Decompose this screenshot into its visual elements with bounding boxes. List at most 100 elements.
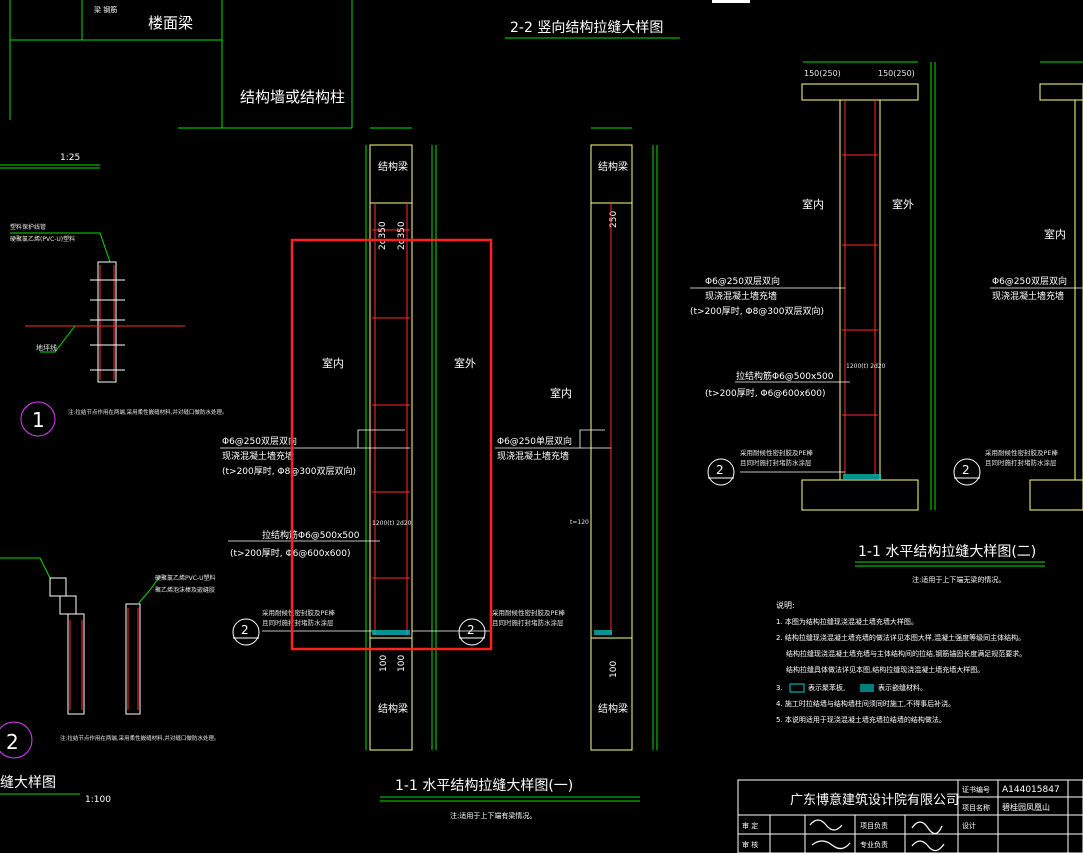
signature-1 — [809, 819, 851, 850]
detail-circle-2-label: 2 — [6, 730, 19, 754]
note-3b: 表示聚苯板, — [808, 683, 845, 692]
dim-100-c: 100 — [609, 661, 619, 678]
section-mark-2a — [232, 618, 260, 646]
section-mark-2c-label: 2 — [716, 463, 724, 477]
tie-note-a2: (t>200厚时, Φ6@600x600) — [230, 547, 351, 559]
note-2c: 结构拉缝具体做法详见本图,结构拉缝现浇混凝土墙充墙大样图。 — [786, 665, 984, 674]
left-floor-label: 地坪线 — [36, 343, 57, 352]
section-mark-2c — [707, 458, 735, 486]
tb-value2: 碧桂园凤凰山 — [1002, 802, 1050, 812]
rebar-note-b2: 现浇混凝土墙充墙 — [497, 450, 569, 462]
tb-row-a: 审 定 — [742, 821, 758, 830]
note-5: 5. 本说明适用于现浇混凝土墙充墙拉结墙的结构做法。 — [776, 715, 946, 724]
tb-sign-a: 项目负责 — [860, 821, 888, 830]
notes-head: 说明: — [776, 600, 795, 610]
detail-circle-1 — [20, 401, 56, 437]
top-label-small: 梁 钢筋 — [94, 5, 117, 14]
company-name: 广东博意建筑设计院有限公司 — [790, 792, 959, 808]
note-2: 2. 结构拉缝现浇混凝土墙充墙的做法详见本图大样,混凝土强度等级同主体结构。 — [776, 633, 1025, 642]
seal-note-b2: 且同时施打封堵防水涂层 — [492, 618, 564, 627]
struct-wall-col-label: 结构墙或结构柱 — [240, 88, 345, 106]
rebar-note-a1: Φ6@250双层双向 — [222, 435, 297, 447]
section-mark-2b-label: 2 — [467, 623, 475, 637]
seal-note-c1: 采用耐候性密封胶及PE棒 — [740, 448, 814, 457]
beam-a-bottom: 结构梁 — [378, 702, 408, 715]
section-mark-2d — [953, 458, 981, 486]
rebar-note-c1: Φ6@250双层双向 — [705, 275, 780, 287]
tb-value1: A144015847 — [1002, 785, 1060, 795]
section-mark-2b — [458, 618, 486, 646]
highlight-box — [290, 238, 493, 651]
dim-2d350-b: 2d350 — [397, 221, 407, 250]
rebar-note-d1: Φ6@250双层双向 — [992, 275, 1067, 287]
note-4: 4. 施工时拉结墙与结构墙柱间须同时施工,不得事后补浇。 — [776, 699, 955, 708]
seal-note-b1: 采用耐候性密封胶及PE棒 — [492, 608, 566, 617]
dim-2d350-a: 2d350 — [378, 221, 388, 250]
dim-150-250-b: 150(250) — [878, 69, 915, 78]
top-right-block — [712, 0, 750, 3]
tie-note-c2: (t>200厚时, Φ6@600x600) — [705, 387, 826, 399]
tb-designer: 设计 — [962, 821, 976, 830]
tb-sign-b: 专业负责 — [860, 840, 888, 849]
floor-beam-label: 楼面梁 — [148, 14, 193, 32]
seal-note-a1: 采用耐候性密封胶及PE棒 — [262, 608, 336, 617]
top-left-wall-detail: 梁 钢筋 楼面梁 结构墙或结构柱 1:25 — [0, 0, 353, 169]
rebar-note-b1: Φ6@250单层双向 — [497, 435, 572, 447]
tb-label2: 项目名称 — [962, 803, 990, 812]
title-1-1-b: 1-1 水平结构拉缝大样图(二) — [858, 544, 1036, 560]
title-1-1-b-group: 1-1 水平结构拉缝大样图(二) 注:适用于上下端无梁的情况。 — [855, 544, 1045, 584]
beam-a-top: 结构梁 — [378, 160, 408, 173]
beam-c-bottom: 结构梁 — [598, 702, 628, 715]
dim-150-250-a: 150(250) — [804, 69, 841, 78]
left-detail-1: 塑料保护线管 硬聚氯乙烯(PVC-U)塑料 地坪线 1 注:拉结节点作用在两端,… — [10, 223, 227, 437]
dim-250: 250 — [609, 211, 619, 228]
left-title: 缝大样图 — [0, 775, 56, 791]
seal-note-a2: 且同时施打封堵防水涂层 — [262, 618, 334, 627]
seal-note-d1: 采用耐候性密封胶及PE棒 — [985, 448, 1059, 457]
left-note1-a: 塑料保护线管 — [10, 223, 46, 231]
title-2-2: 2-2 竖向结构拉缝大样图 — [510, 20, 663, 36]
left-note4: 注:拉结节点作用在两端,采用柔性嵌缝材料,并对缝口做防水处理。 — [60, 734, 219, 742]
seal-note-d2: 且同时施打封堵防水涂层 — [985, 458, 1057, 467]
detail-right-partial: 室内 Φ6@250双层双向 现浇混凝土墙充墙 2 — [953, 61, 1083, 511]
indoor-d: 室内 — [1044, 227, 1066, 241]
tie-note-c1: 拉结构筋Φ6@500x500 — [736, 370, 834, 382]
left-note3-a: 硬聚氯乙烯PVC-U塑料 — [155, 574, 215, 582]
indoor-b: 室内 — [550, 386, 572, 400]
beam-c-top: 结构梁 — [598, 160, 628, 173]
scale-1-25: 1:25 — [60, 153, 80, 163]
title-block: 广东博意建筑设计院有限公司 证书编号 A144015847 项目名称 碧桂园凤凰… — [737, 779, 1083, 853]
title-1-1-a: 1-1 水平结构拉缝大样图(一) — [395, 778, 573, 794]
note-3a: 3. — [776, 684, 783, 692]
rebar-note-c3: (t>200厚时, Φ8@300双层双向) — [690, 305, 824, 317]
rebar-note-a3: (t>200厚时, Φ8@300双层双向) — [222, 465, 356, 477]
dim-100-a: 100 — [379, 655, 389, 672]
seal-note-c2: 且同时施打封堵防水涂层 — [740, 458, 812, 467]
left-note1-b: 硬聚氯乙烯(PVC-U)塑料 — [10, 235, 75, 243]
notes-block: 说明: 1. 本图为结构拉缝现浇混凝土墙充墙大样图。 2. 结构拉缝现浇混凝土墙… — [776, 600, 1026, 724]
mid-gap-c: 1200(t) 2d20 — [846, 363, 886, 370]
outdoor-a: 室外 — [454, 356, 476, 370]
left-note2: 注:拉结节点作用在两端,采用柔性嵌缝材料,并对缝口做防水处理。 — [68, 408, 227, 416]
note-1-1-a: 注:适用于上下端有梁情况。 — [450, 811, 536, 820]
rebar-note-a2: 现浇混凝土墙充墙 — [222, 450, 294, 462]
tb-label1: 证书编号 — [962, 785, 990, 794]
scale-1-100: 1:100 — [85, 795, 111, 805]
indoor-a: 室内 — [322, 356, 344, 370]
signature-2 — [911, 821, 945, 852]
tie-note-a1: 拉结构筋Φ6@500x500 — [262, 529, 360, 541]
rebar-note-c2: 现浇混凝土墙充墙 — [705, 290, 777, 302]
left-note3-b: 聚乙烯泡沫棒及嵌缝胶 — [155, 586, 215, 594]
note-1-1-b: 注:适用于上下端无梁的情况。 — [912, 575, 1005, 584]
section-mark-2d-label: 2 — [962, 463, 970, 477]
outdoor-c: 室外 — [892, 197, 914, 211]
note-1: 1. 本图为结构拉缝现浇混凝土墙充墙大样图。 — [776, 617, 918, 626]
section-mark-2a-label: 2 — [241, 623, 249, 637]
indoor-c: 室内 — [802, 197, 824, 211]
detail-circle-2 — [0, 721, 33, 759]
tb-row-b: 审 核 — [742, 840, 758, 849]
mid-gap-a: 1200(t) 2d20 — [372, 520, 412, 527]
t120: t=120 — [570, 519, 589, 526]
detail-1-1-b: 150(250) 150(250) 室内 室外 Φ6@250双层双向 现浇混凝土… — [690, 61, 1059, 511]
